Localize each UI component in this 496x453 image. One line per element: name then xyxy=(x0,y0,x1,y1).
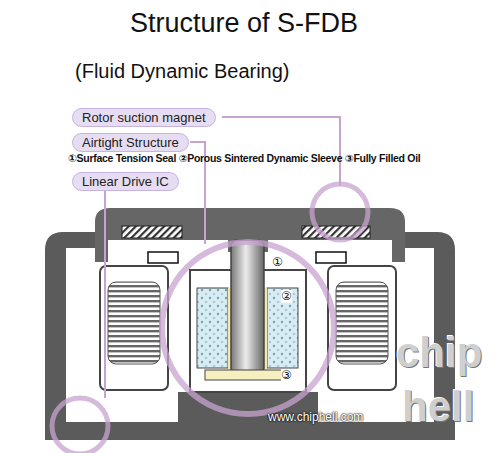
highlight-ring xyxy=(312,184,368,240)
leader-line xyxy=(222,117,340,186)
highlight-ring xyxy=(162,242,334,414)
magnet xyxy=(122,226,182,238)
callout-text: Rotor suction magnet xyxy=(82,110,206,125)
callout-pill: Linear Drive IC xyxy=(72,172,179,191)
shaft xyxy=(231,240,264,374)
callout-text: Linear Drive IC xyxy=(82,174,169,189)
watermark-logo: hell xyxy=(402,384,474,430)
coil-winding xyxy=(336,282,388,364)
coil-winding xyxy=(108,282,160,364)
diagram-title: Structure of S-FDB xyxy=(130,8,358,39)
suction-part xyxy=(316,252,346,263)
callout-number: ① xyxy=(272,256,283,269)
callout-number: ③ xyxy=(281,369,292,382)
stator-frame xyxy=(45,232,455,440)
highlight-rings xyxy=(52,184,368,453)
callout-pill: Airtight Structure xyxy=(72,133,189,152)
porous-sleeve xyxy=(197,288,228,368)
porous-sleeve xyxy=(267,288,298,368)
stator-core xyxy=(100,266,168,390)
stator-core xyxy=(328,266,396,390)
watermark: www.chiphell.com xyxy=(268,411,363,424)
thrust-plate xyxy=(205,370,291,380)
callout-pill: Rotor suction magnet xyxy=(72,108,216,127)
leader-line xyxy=(104,190,106,398)
watermark-logo: chip xyxy=(396,330,482,376)
callout-number: ② xyxy=(281,290,292,303)
legend-note: ①Surface Tension Seal ②Porous Sintered D… xyxy=(68,153,420,165)
highlight-ring xyxy=(52,398,108,453)
subtitle: (Fluid Dynamic Bearing) xyxy=(75,60,290,82)
callout-text: Airtight Structure xyxy=(82,135,179,150)
suction-part xyxy=(148,252,178,263)
